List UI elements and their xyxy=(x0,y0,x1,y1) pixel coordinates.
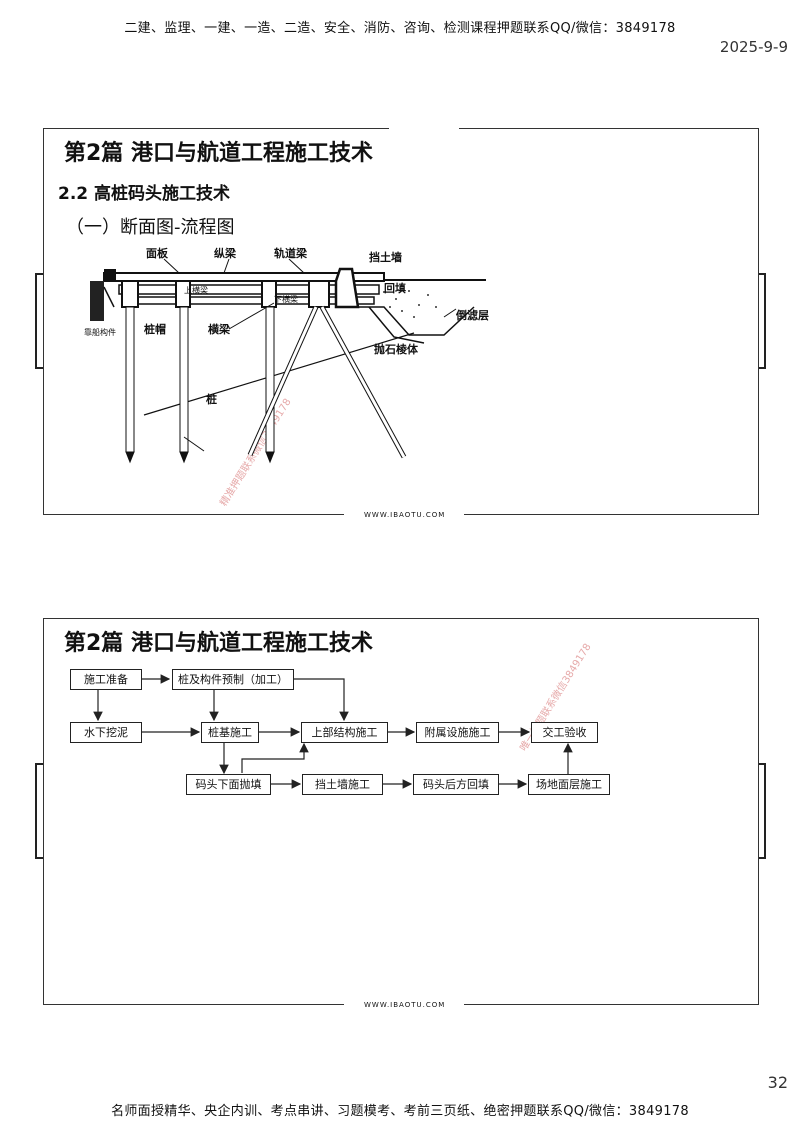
border-gap xyxy=(389,127,459,131)
slide-section-diagram: 第2篇 港口与航道工程施工技术 2.2 高桩码头施工技术 （一）断面图-流程图 … xyxy=(43,127,759,519)
header-contact: 二建、监理、一建、一造、二造、安全、消防、咨询、检测课程押题联系QQ/微信：38… xyxy=(124,21,676,36)
label-rubble: 抛石棱体 xyxy=(374,342,419,356)
label-pile: 桩 xyxy=(206,392,217,406)
label-lower-beam: 下横梁 xyxy=(274,294,298,304)
flow-step-prefab: 桩及构件预制（加工） xyxy=(172,669,294,690)
print-date: 2025-9-9 xyxy=(719,38,788,56)
flowchart-arrows xyxy=(93,674,573,789)
wharf-section-diagram: 面板 纵梁 轨道梁 挡土墙 回填 倒滤层 桩帽 横梁 抛石棱体 桩 上横梁 下横… xyxy=(84,247,489,464)
flow-step-dredge: 水下挖泥 xyxy=(70,722,142,743)
flow-step-wall: 挡土墙施工 xyxy=(302,774,383,795)
label-filter-layer: 倒滤层 xyxy=(455,308,489,322)
label-cross-beam: 横梁 xyxy=(208,322,231,336)
flow-step-riprap: 码头下面抛填 xyxy=(186,774,271,795)
flow-step-pile: 桩基施工 xyxy=(201,722,259,743)
label-pile-cap: 桩帽 xyxy=(144,322,166,336)
label-upper-beam: 上横梁 xyxy=(184,285,208,295)
page-number: 32 xyxy=(767,1073,788,1092)
footer-contact: 名师面授精华、央企内训、考点串讲、习题模考、考前三页纸、绝密押题联系QQ/微信：… xyxy=(111,1104,689,1119)
label-longitudinal-beam: 纵梁 xyxy=(214,247,237,260)
site-mark: WWW.IBAOTU.COM xyxy=(364,1001,446,1009)
label-fender: 靠船构件 xyxy=(84,327,116,337)
border-gap xyxy=(344,511,464,517)
label-panel: 面板 xyxy=(146,247,169,260)
flow-step-super: 上部结构施工 xyxy=(301,722,388,743)
label-retaining-wall: 挡土墙 xyxy=(369,250,402,264)
slide-section-flowchart: 第2篇 港口与航道工程施工技术 WWW.IBAOTU.COM 唯一押题联系微信3… xyxy=(43,618,759,1009)
label-track-beam: 轨道梁 xyxy=(274,247,308,260)
label-backfill: 回填 xyxy=(384,281,406,295)
flow-step-ancillary: 附属设施施工 xyxy=(416,722,499,743)
site-mark: WWW.IBAOTU.COM xyxy=(364,511,446,519)
flow-step-accept: 交工验收 xyxy=(531,722,598,743)
section-subtitle: 2.2 高桩码头施工技术 xyxy=(58,184,231,204)
slide-title: 第2篇 港口与航道工程施工技术 xyxy=(64,141,373,166)
border-gap xyxy=(344,1001,464,1007)
flow-step-backfill: 码头后方回填 xyxy=(413,774,499,795)
flow-step-prep: 施工准备 xyxy=(70,669,142,690)
slide-title: 第2篇 港口与航道工程施工技术 xyxy=(64,631,373,656)
section-subhead: （一）断面图-流程图 xyxy=(66,217,235,238)
flow-step-yard: 场地面层施工 xyxy=(528,774,610,795)
